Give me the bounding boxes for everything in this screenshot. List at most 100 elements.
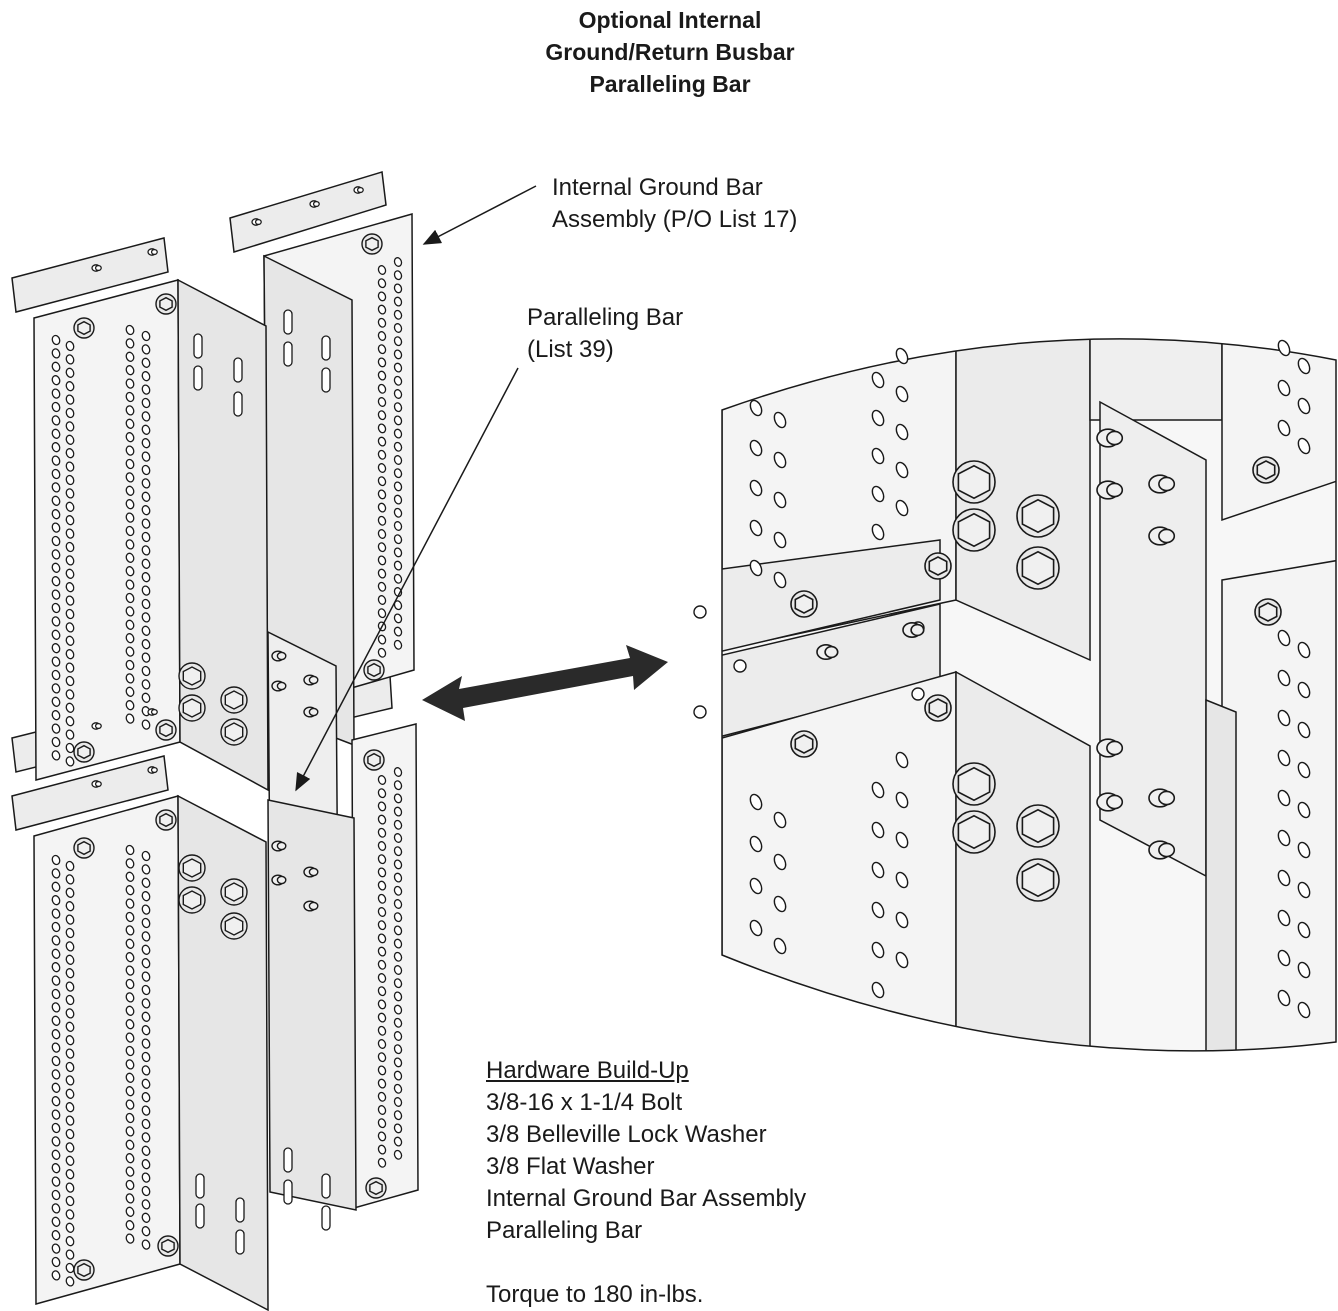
hardware-item: Paralleling Bar <box>486 1217 643 1244</box>
mounting-hole <box>51 1149 61 1160</box>
mounting-hole <box>393 1070 403 1081</box>
mounting-hole <box>51 1096 61 1107</box>
mounting-hole <box>1277 709 1291 727</box>
hardware-item: 3/8 Flat Washer <box>486 1153 655 1180</box>
mounting-hole <box>393 872 403 883</box>
hardware-item: Internal Ground Bar Assembly <box>486 1185 807 1212</box>
slot-hole <box>321 1173 331 1199</box>
mounting-hole <box>65 515 75 526</box>
bolt-head <box>928 556 948 576</box>
mounting-hole <box>1297 397 1311 415</box>
mounting-hole <box>65 742 75 754</box>
mounting-hole <box>51 562 61 573</box>
mounting-hole <box>65 555 75 566</box>
bolt-head <box>365 236 379 252</box>
slot-hole <box>321 367 331 393</box>
stud-end <box>1158 790 1176 806</box>
mounting-hole <box>125 1206 135 1217</box>
mounting-hole <box>51 988 61 1000</box>
mounting-hole <box>65 1236 75 1247</box>
mounting-hole <box>125 324 135 336</box>
bolt-head <box>77 1262 91 1278</box>
mounting-hole <box>65 394 75 405</box>
mounting-hole <box>377 1144 387 1155</box>
mounting-hole <box>377 291 387 302</box>
mounting-hole <box>377 502 387 513</box>
mounting-hole <box>51 1189 61 1201</box>
mounting-hole <box>65 367 75 378</box>
mounting-hole <box>393 481 403 492</box>
mounting-hole <box>377 529 387 539</box>
mounting-hole <box>51 723 61 734</box>
mounting-hole <box>895 951 909 969</box>
bolt-head <box>77 320 91 336</box>
mounting-hole <box>141 679 151 690</box>
slot-hole <box>235 1229 245 1255</box>
mounting-hole <box>393 560 403 571</box>
mounting-hole <box>895 911 909 929</box>
slot-hole <box>321 1205 331 1231</box>
slot-hole <box>235 1197 245 1223</box>
mounting-hole <box>377 304 387 315</box>
mounting-hole <box>1297 801 1311 819</box>
mounting-hole <box>125 539 135 550</box>
mounting-hole <box>1297 921 1311 939</box>
stud-end <box>312 200 320 208</box>
mounting-hole <box>141 384 151 395</box>
mounting-hole <box>141 491 151 502</box>
mounting-hole <box>377 814 387 825</box>
hardware-item: 3/8 Belleville Lock Washer <box>486 1121 767 1148</box>
mounting-hole <box>749 835 763 853</box>
slot-hole <box>233 357 243 383</box>
mounting-hole <box>377 555 387 566</box>
stud-end <box>308 707 319 717</box>
mounting-hole <box>125 485 135 496</box>
mounting-hole <box>871 523 885 541</box>
mounting-hole <box>733 659 747 673</box>
mounting-hole <box>51 482 61 493</box>
left-hole-pattern <box>51 186 403 1287</box>
mounting-hole <box>895 871 909 889</box>
mounting-hole <box>51 428 61 439</box>
mounting-hole <box>393 912 403 923</box>
stud-end <box>308 867 319 877</box>
slot-hole <box>283 1147 293 1173</box>
mounting-hole <box>141 1172 151 1183</box>
mounting-hole <box>125 871 135 882</box>
mounting-hole <box>141 572 151 583</box>
mounting-hole <box>393 521 403 531</box>
mounting-hole <box>377 1025 387 1036</box>
mounting-hole <box>141 971 151 982</box>
mounting-hole <box>51 495 61 506</box>
mounting-hole <box>393 507 403 518</box>
stud-end <box>94 722 102 730</box>
mounting-hole <box>393 283 403 294</box>
mounting-hole <box>141 1011 151 1022</box>
stud-end <box>94 780 102 788</box>
mounting-hole <box>377 775 387 785</box>
mounting-hole <box>377 854 387 865</box>
mounting-hole <box>393 639 403 650</box>
mounting-hole <box>377 278 387 289</box>
mounting-hole <box>65 608 75 620</box>
mounting-hole <box>377 801 387 812</box>
bolt-head <box>928 698 948 718</box>
mounting-hole <box>393 362 403 373</box>
diagram-title: Optional Internal Ground/Return Busbar P… <box>470 4 870 100</box>
mounting-hole <box>65 1262 75 1274</box>
mounting-hole <box>141 1065 151 1076</box>
mounting-hole <box>141 598 151 610</box>
mounting-hole <box>141 558 151 569</box>
bolt-head <box>369 1180 383 1196</box>
mounting-hole <box>141 1185 151 1197</box>
mounting-hole <box>125 1233 135 1244</box>
mounting-hole <box>393 1123 403 1134</box>
mounting-hole <box>377 595 387 605</box>
mounting-hole <box>65 1142 75 1153</box>
mounting-hole <box>51 442 61 453</box>
mounting-hole <box>377 265 387 275</box>
mounting-hole <box>141 1212 151 1223</box>
mounting-hole <box>125 351 135 362</box>
mounting-hole <box>773 531 787 549</box>
mounting-hole <box>65 1061 75 1073</box>
